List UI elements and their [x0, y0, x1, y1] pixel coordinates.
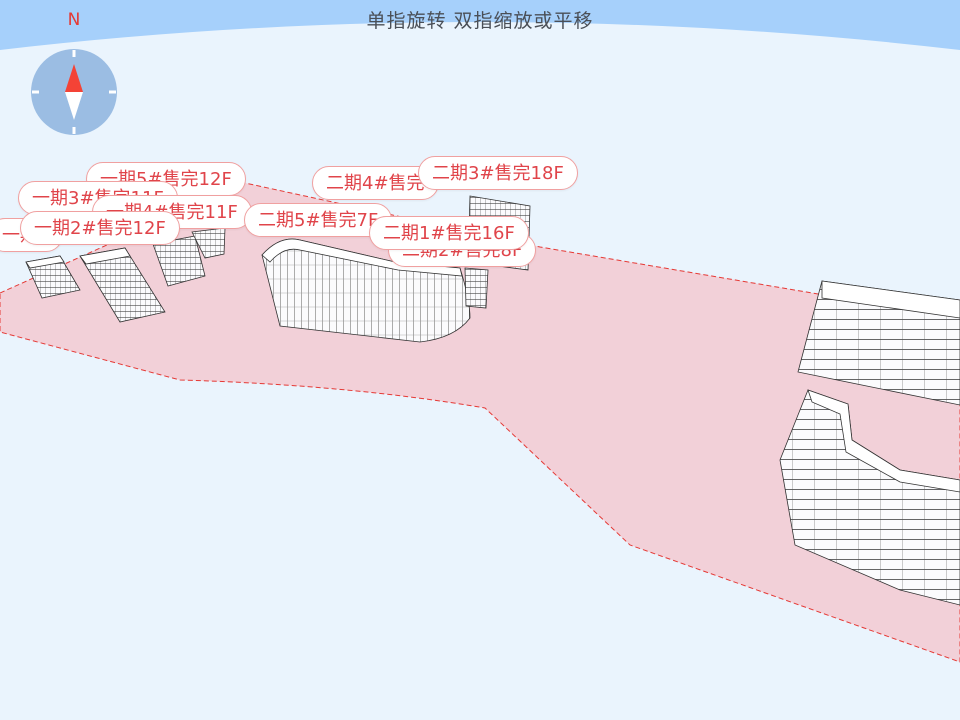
compass-icon: [31, 49, 117, 135]
compass[interactable]: N: [30, 10, 120, 135]
sky: [0, 0, 960, 50]
building-phase1-1: [25, 255, 81, 299]
building-label[interactable]: 二期4#售完: [312, 166, 439, 200]
building-phase1-4: [191, 227, 226, 259]
building-phase1-2: [79, 247, 166, 323]
building-label[interactable]: 一期2#售完12F: [20, 211, 180, 245]
building-phase2-small: [464, 267, 489, 309]
building-label[interactable]: 二期3#售完18F: [418, 156, 578, 190]
building-right-lower: [779, 389, 960, 606]
building-phase1-3: [152, 235, 206, 287]
gesture-hint: 单指旋转 双指缩放或平移: [366, 10, 594, 32]
plot-area: [0, 182, 960, 663]
compass-north-label: N: [67, 10, 81, 30]
building-label[interactable]: 二期5#售完7F: [244, 203, 393, 237]
building-label[interactable]: 二期1#售完16F: [369, 216, 529, 250]
building-right-upper: [797, 280, 960, 406]
